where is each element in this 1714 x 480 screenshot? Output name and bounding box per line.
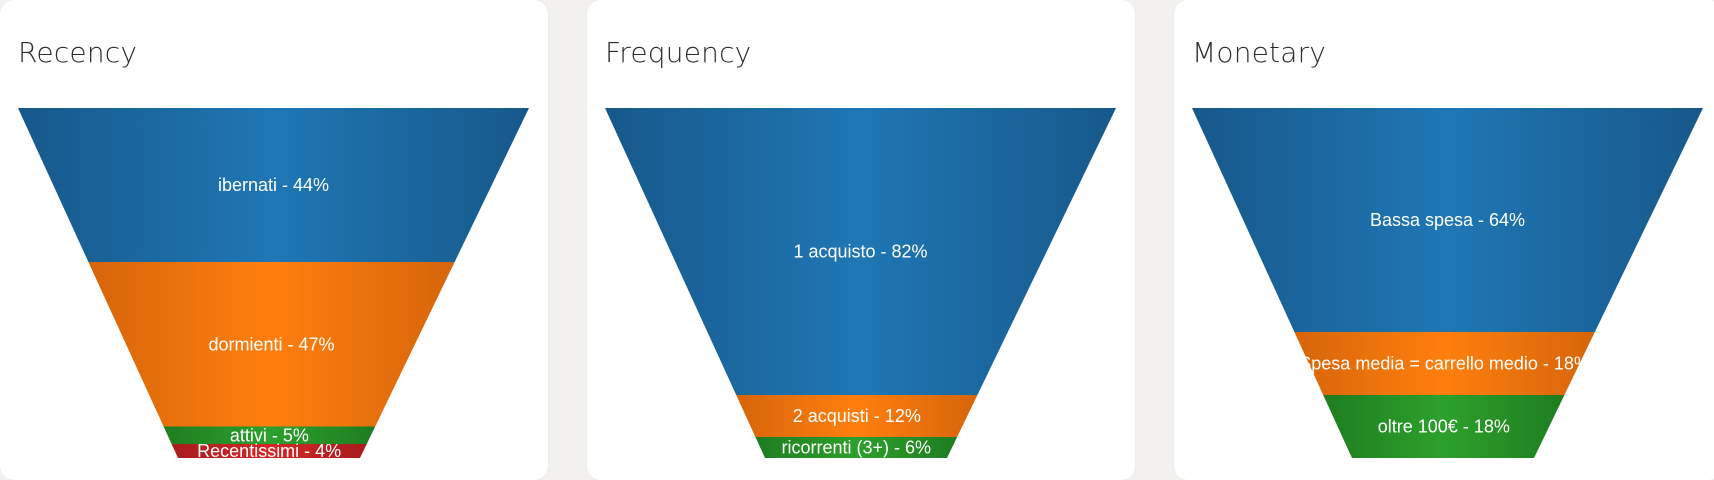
monetary-title: Monetary — [1192, 36, 1327, 69]
funnel-segment-spesa-media-carrello-medio — [1294, 332, 1595, 395]
monetary-card: Monetary Bassa spesa - 64% Spesa media = … — [1174, 0, 1714, 480]
funnel-label-bassa-spesa: Bassa spesa - 64% — [1370, 210, 1525, 230]
funnel-label-ibernati: ibernati - 44% — [218, 175, 329, 195]
funnel-segment-oltre-100 — [1323, 395, 1565, 458]
funnel-label-recentissimi: Recentissimi - 4% — [197, 441, 341, 461]
funnel-label-oltre-100: oltre 100€ - 18% — [1378, 417, 1510, 437]
funnel-segment-1-acquisto — [605, 108, 1116, 395]
funnel-segment-bassa-spesa — [1192, 108, 1703, 332]
funnel-segment-dormienti — [88, 262, 455, 427]
funnel-segment-ibernati — [18, 108, 529, 262]
frequency-card: Frequency 1 acquisto - 82% 2 acquisti - 1… — [587, 0, 1135, 480]
funnel-segment-attivi — [163, 426, 376, 444]
funnel-label-2-acquisti: 2 acquisti - 12% — [793, 406, 921, 426]
frequency-title: Frequency — [605, 36, 752, 69]
recency-funnel-chart: ibernati - 44% dormienti - 47% attivi - 5%… — [18, 108, 529, 461]
funnel-segment-2-acquisti — [736, 395, 978, 437]
funnel-segment-recentissimi — [171, 444, 367, 458]
funnel-label-spesa-media-carrello-medio: Spesa media = carrello medio - 18% — [1299, 354, 1590, 374]
recency-title: Recency — [18, 36, 138, 69]
recency-card: Recency ibernati - 44% dormienti - 47% att… — [0, 0, 548, 480]
monetary-funnel-chart: Bassa spesa - 64% Spesa media = carrello … — [1192, 108, 1703, 458]
frequency-funnel-chart: 1 acquisto - 82% 2 acquisti - 12% ricorren… — [605, 108, 1116, 458]
funnel-label-ricorrenti-3: ricorrenti (3+) - 6% — [781, 438, 931, 458]
funnel-label-dormienti: dormienti - 47% — [208, 334, 334, 354]
funnel-label-attivi: attivi - 5% — [230, 425, 309, 445]
funnel-segment-ricorrenti-3 — [755, 437, 958, 458]
funnel-label-1-acquisto: 1 acquisto - 82% — [793, 242, 927, 262]
